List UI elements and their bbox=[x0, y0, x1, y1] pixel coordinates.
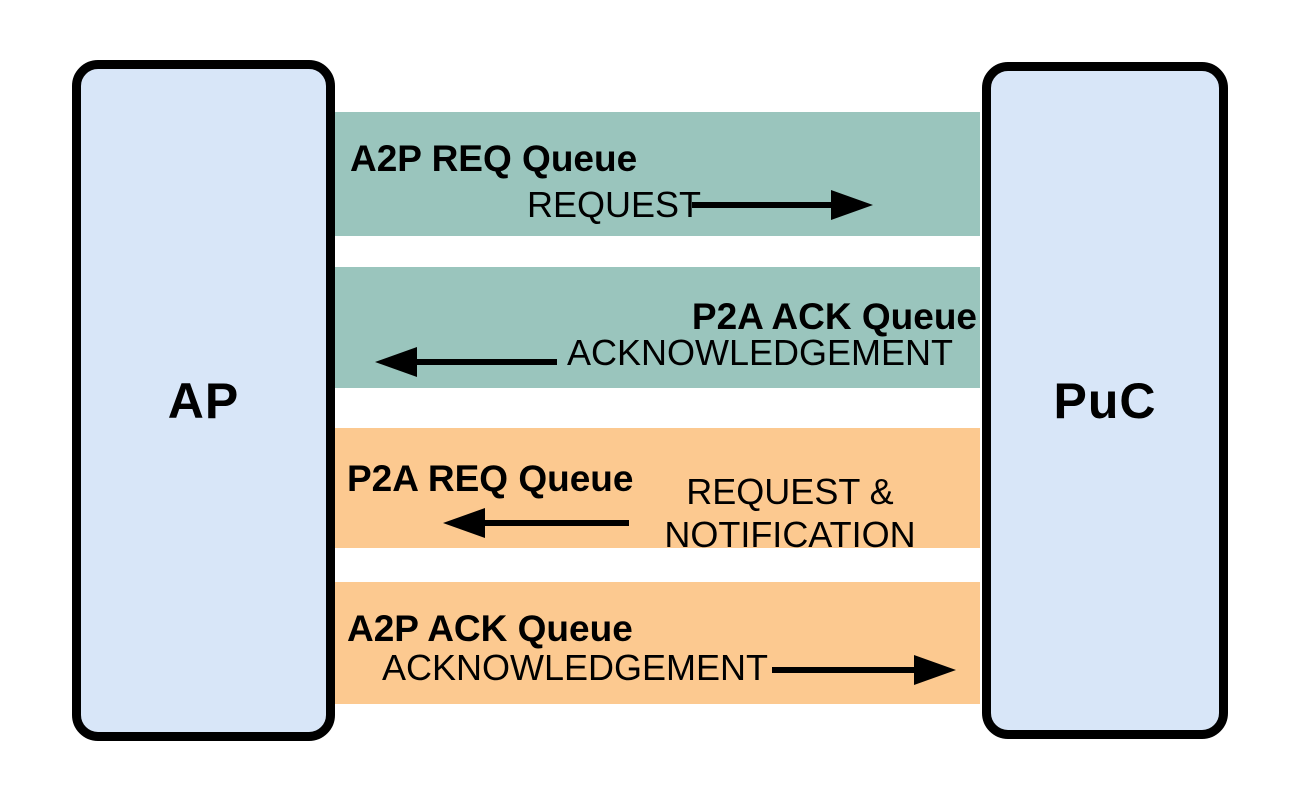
message-label-request-notification: REQUEST & NOTIFICATION bbox=[659, 470, 921, 556]
arrow-head bbox=[443, 508, 485, 538]
message-label-acknowledgement: ACKNOWLEDGEMENT bbox=[382, 647, 769, 688]
message-line-2: NOTIFICATION bbox=[664, 514, 916, 555]
band-p2a-ack-queue bbox=[334, 267, 980, 388]
arrow-head bbox=[914, 655, 956, 685]
arrow-left-icon bbox=[443, 508, 629, 538]
queue-label-p2a-req: P2A REQ Queue bbox=[347, 458, 634, 499]
queue-label-p2a-ack: P2A ACK Queue bbox=[691, 296, 977, 337]
arrow-shaft bbox=[485, 520, 629, 526]
message-label-acknowledgement: ACKNOWLEDGEMENT bbox=[567, 332, 954, 373]
arrow-shaft bbox=[772, 667, 914, 673]
message-label-request: REQUEST bbox=[527, 184, 702, 225]
arrow-shaft bbox=[417, 359, 557, 365]
arrow-head bbox=[831, 190, 873, 220]
band-p2a-req-queue bbox=[334, 428, 980, 548]
arrow-shaft bbox=[692, 202, 831, 208]
node-puc-label: PuC bbox=[1053, 372, 1157, 429]
node-ap-label: AP bbox=[167, 372, 240, 429]
band-a2p-ack-queue bbox=[334, 582, 980, 704]
arrow-left-icon bbox=[375, 347, 557, 377]
queue-label-a2p-req: A2P REQ Queue bbox=[350, 138, 638, 179]
queue-label-a2p-ack: A2P ACK Queue bbox=[347, 608, 633, 649]
arrow-right-icon bbox=[692, 190, 873, 220]
node-puc: PuC bbox=[982, 62, 1228, 739]
arrow-right-icon bbox=[772, 655, 956, 685]
node-ap: AP bbox=[72, 60, 335, 741]
message-line-1: REQUEST & bbox=[686, 471, 894, 512]
arrow-head bbox=[375, 347, 417, 377]
